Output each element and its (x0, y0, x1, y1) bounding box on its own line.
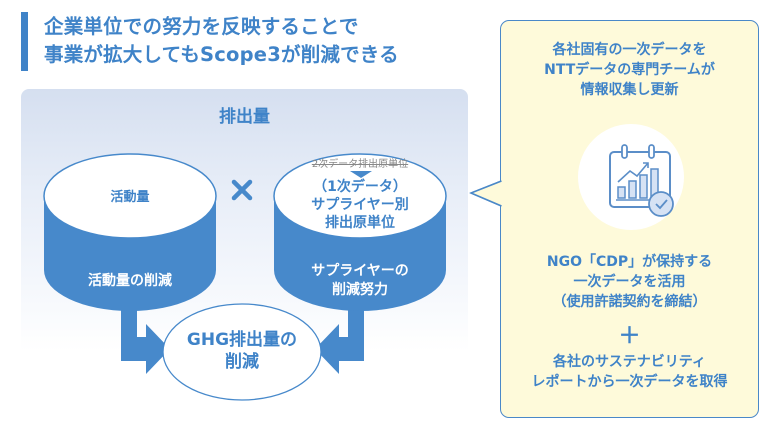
result-ellipse (162, 303, 322, 401)
cdp-line-3: （使用許諾契約を締結） (552, 294, 707, 310)
side-box-pointer-fill (470, 180, 504, 207)
arrow-right-to-result (315, 300, 364, 374)
collection-line-1: 各社固有の一次データを (552, 42, 707, 58)
cdp-line-2: 一次データを活用 (573, 274, 686, 290)
calendar-chart-check-icon (578, 124, 684, 230)
ghg-reduction-line-1: GHG排出量の (186, 330, 298, 350)
title-accent-bar (21, 12, 28, 71)
emission-factor-cylinder (273, 153, 447, 311)
primary-factor-label: （1次データ） サプライヤー別 排出原単位 (274, 178, 446, 232)
cdp-line-1: NGO「CDP」が保持する (546, 254, 713, 270)
collection-line-2: NTTデータの専門チームが (544, 62, 715, 78)
activity-reduction-label: 活動量の削減 (88, 273, 172, 289)
emissions-panel-title: 排出量 (219, 107, 270, 127)
primary-factor-line-1: （1次データ） (313, 179, 407, 195)
secondary-factor-label: 2次データ排出原単位 (311, 159, 409, 170)
page-title-line-1: 企業単位での努力を反映することで (44, 15, 359, 38)
cdp-text: NGO「CDP」が保持する 一次データを活用 （使用許諾契約を締結） (500, 252, 759, 312)
supplier-effort-line-2: 削減努力 (332, 282, 388, 298)
collection-text: 各社固有の一次データを NTTデータの専門チームが 情報収集し更新 (500, 40, 759, 100)
ghg-reduction-line-2: 削減 (225, 352, 259, 372)
page-title: 企業単位での努力を反映することで 事業が拡大してもScope3が削減できる (44, 13, 399, 69)
activity-label: 活動量 (110, 190, 150, 205)
collection-line-3: 情報収集し更新 (580, 82, 679, 98)
activity-cylinder (43, 153, 217, 311)
ghg-reduction-label: GHG排出量の 削減 (163, 329, 321, 373)
page-title-line-2: 事業が拡大してもScope3が削減できる (44, 43, 399, 66)
arrow-left-to-result (121, 300, 170, 374)
report-line-1: 各社のサステナビリティ (553, 354, 706, 370)
primary-factor-line-2: サプライヤー別 (311, 197, 409, 213)
supplier-effort-line-1: サプライヤーの (311, 263, 409, 279)
change-arrow-icon (350, 171, 372, 178)
report-line-2: レポートから一次データを取得 (531, 374, 728, 390)
sustainability-report-text: 各社のサステナビリティ レポートから一次データを取得 (500, 352, 759, 392)
multiply-icon (231, 179, 253, 201)
plus-icon: ＋ (618, 324, 641, 349)
supplier-effort-label: サプライヤーの 削減努力 (274, 262, 446, 300)
primary-factor-line-3: 排出原単位 (325, 215, 395, 231)
